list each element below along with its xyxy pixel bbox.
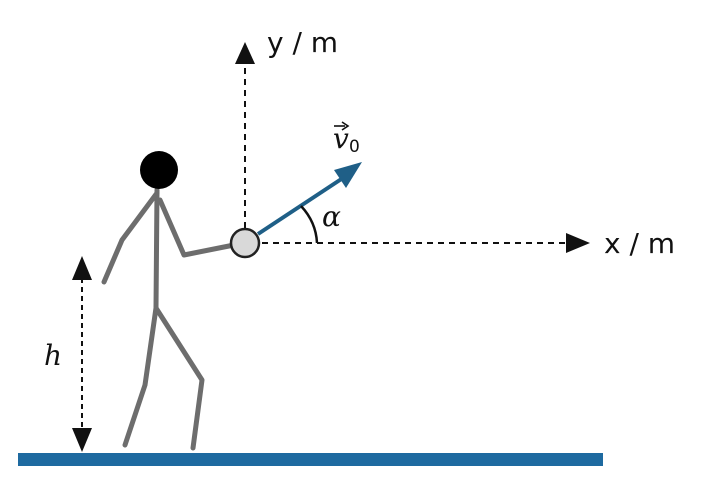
ball [229, 227, 261, 259]
y-axis-label: y / m [267, 26, 338, 59]
height-arrowhead-bottom [72, 428, 92, 452]
x-axis-arrowhead [566, 233, 590, 253]
y-axis-arrowhead [235, 42, 255, 64]
stick-figure [101, 187, 237, 451]
velocity-label: v 0 [333, 121, 360, 157]
x-axis-label: x / m [604, 227, 675, 260]
velocity-vector [256, 170, 354, 236]
head [140, 151, 178, 189]
height-arrowhead-top [72, 256, 92, 280]
ground-line [18, 453, 603, 466]
angle-label: α [322, 200, 341, 233]
svg-text:0: 0 [349, 137, 360, 157]
angle-arc [300, 205, 319, 244]
height-label: h [44, 339, 62, 372]
velocity-arrowhead [334, 162, 362, 188]
svg-text:v: v [333, 122, 349, 155]
